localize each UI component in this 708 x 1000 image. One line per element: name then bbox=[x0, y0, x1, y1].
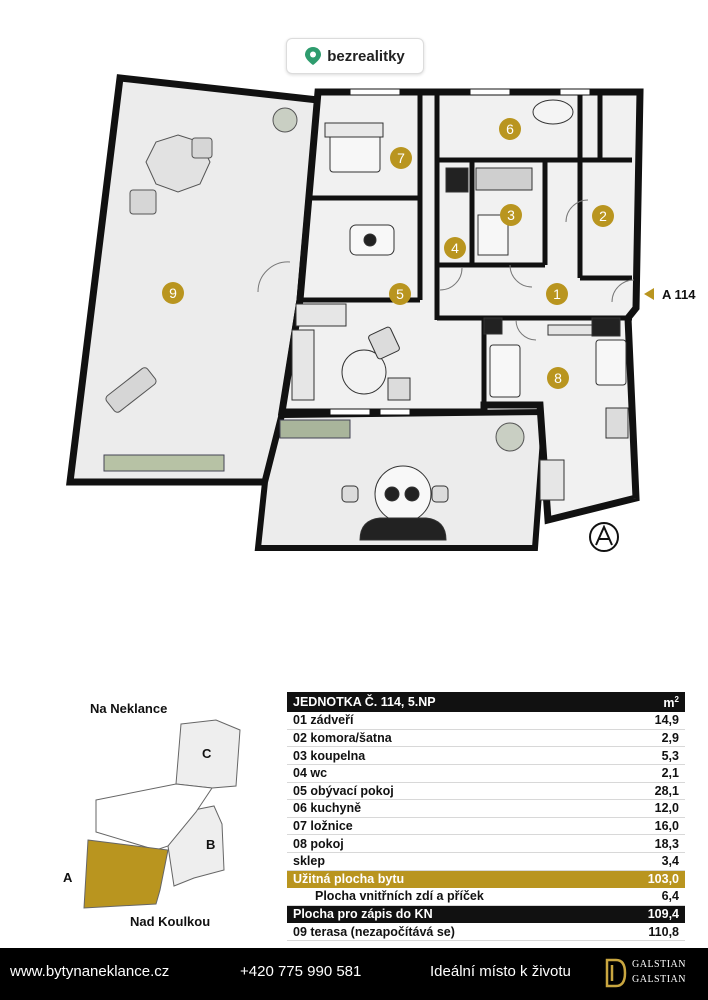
galstian-logo: GALSTIAN GALSTIAN bbox=[604, 956, 696, 992]
room-number-7: 7 bbox=[390, 147, 412, 169]
building-b bbox=[167, 805, 225, 887]
terrace-area-row: 09 terasa (nezapočítává se)110,8 bbox=[287, 922, 685, 941]
room-number-9: 9 bbox=[162, 282, 184, 304]
site-map-drawing bbox=[83, 719, 241, 909]
terrace-furniture bbox=[103, 107, 525, 472]
site-map: Na Neklance Nad Koulkou C B A bbox=[56, 700, 276, 935]
building-c-label: C bbox=[202, 746, 212, 761]
building-b-label: B bbox=[206, 837, 216, 852]
room-number-8: 8 bbox=[547, 367, 569, 389]
windows bbox=[329, 88, 591, 416]
unit-marker: A 114 bbox=[644, 287, 696, 302]
street-top-label: Na Neklance bbox=[90, 701, 168, 716]
footer: www.bytynaneklance.cz +420 775 990 581 I… bbox=[0, 948, 708, 1000]
room-number-6: 6 bbox=[499, 118, 521, 140]
slogan-text: Ideální místo k životu bbox=[430, 963, 571, 980]
door-swings bbox=[257, 199, 635, 341]
room-number-1: 1 bbox=[546, 283, 568, 305]
galstian-emblem-icon bbox=[605, 958, 627, 988]
room-number-5: 5 bbox=[389, 283, 411, 305]
room-number-3: 3 bbox=[500, 204, 522, 226]
room-number-4: 4 bbox=[444, 237, 466, 259]
brand-line-1: GALSTIAN bbox=[632, 959, 686, 970]
svg-text:A 114: A 114 bbox=[662, 287, 696, 302]
building-a-label: A bbox=[63, 870, 73, 885]
website-link[interactable]: www.bytynaneklance.cz bbox=[10, 963, 170, 980]
svg-text:2: 2 bbox=[599, 208, 607, 224]
logo-text: bezrealitky bbox=[327, 47, 405, 65]
courtyard bbox=[95, 783, 213, 851]
street-bottom-label: Nad Koulkou bbox=[130, 914, 211, 929]
unit-sup: 2 bbox=[674, 695, 679, 704]
floor-plan: 1 2 3 4 5 6 7 8 9 A 114 bbox=[66, 74, 696, 552]
table-header: JEDNOTKA Č. 114, 5.NP m2 bbox=[287, 692, 685, 713]
room-number-2: 2 bbox=[592, 205, 614, 227]
bezrealitky-logo[interactable]: bezrealitky bbox=[286, 38, 424, 74]
svg-text:7: 7 bbox=[397, 150, 405, 166]
north-arrow-icon bbox=[589, 522, 619, 552]
interior-walls bbox=[300, 92, 632, 405]
room-numbers: 1 2 3 4 5 6 7 8 9 bbox=[162, 118, 614, 389]
svg-text:1: 1 bbox=[553, 286, 561, 302]
location-pin-icon bbox=[305, 47, 322, 65]
interior-furniture bbox=[291, 99, 629, 541]
unit-title: JEDNOTKA Č. 114, 5.NP bbox=[287, 692, 615, 713]
svg-text:8: 8 bbox=[554, 370, 562, 386]
svg-text:6: 6 bbox=[506, 121, 514, 137]
unit-marker-triangle-icon bbox=[644, 288, 654, 300]
svg-text:4: 4 bbox=[451, 240, 459, 256]
unit-label: m bbox=[663, 696, 675, 711]
building-a bbox=[83, 839, 169, 909]
brand-line-2: GALSTIAN bbox=[632, 974, 686, 985]
svg-text:5: 5 bbox=[396, 286, 404, 302]
svg-text:3: 3 bbox=[507, 207, 515, 223]
phone-link[interactable]: +420 775 990 581 bbox=[240, 963, 362, 980]
svg-text:9: 9 bbox=[169, 285, 177, 301]
